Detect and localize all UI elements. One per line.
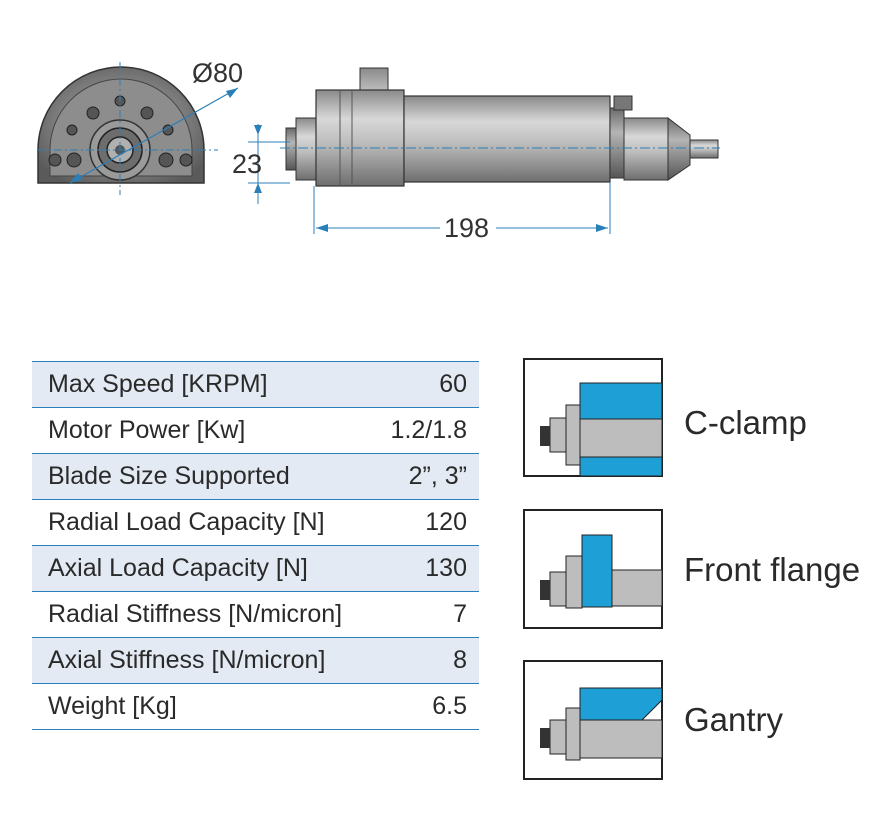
side-view xyxy=(280,67,720,187)
mount-label-front-flange: Front flange xyxy=(684,551,861,588)
spec-row: Motor Power [Kw]1.2/1.8 xyxy=(32,407,479,454)
spec-row: Max Speed [KRPM]60 xyxy=(32,361,479,408)
diameter-dimension-label: Ø80 xyxy=(192,58,244,88)
mount-icon-gantry xyxy=(523,660,663,780)
spec-label: Axial Load Capacity [N] xyxy=(32,545,380,592)
spec-row: Axial Load Capacity [N]130 xyxy=(32,545,479,592)
front-view xyxy=(37,62,239,195)
spec-label: Blade Size Supported xyxy=(32,453,380,500)
length-dimension-label: 198 xyxy=(444,213,490,243)
spec-value: 2”, 3” xyxy=(379,453,479,500)
height-dimension-label: 23 xyxy=(232,149,263,179)
spec-label: Radial Stiffness [N/micron] xyxy=(32,591,380,638)
spec-row: Radial Load Capacity [N]120 xyxy=(32,499,479,546)
spec-value: 120 xyxy=(379,499,479,546)
mount-icon-c-clamp xyxy=(523,358,663,477)
spec-value: 60 xyxy=(379,361,479,408)
mount-label-gantry: Gantry xyxy=(684,701,784,738)
spec-label: Motor Power [Kw] xyxy=(32,407,380,454)
spec-value: 8 xyxy=(379,637,479,684)
spec-value: 7 xyxy=(379,591,479,638)
spec-label: Weight [Kg] xyxy=(32,683,380,730)
spec-value: 6.5 xyxy=(379,683,479,730)
spec-label: Axial Stiffness [N/micron] xyxy=(32,637,380,684)
spec-row: Radial Stiffness [N/micron]7 xyxy=(32,591,479,638)
spec-row: Axial Stiffness [N/micron]8 xyxy=(32,637,479,684)
spec-label: Radial Load Capacity [N] xyxy=(32,499,380,546)
spec-value: 1.2/1.8 xyxy=(379,407,479,454)
spec-value: 130 xyxy=(379,545,479,592)
mount-label-c-clamp: C-clamp xyxy=(684,404,807,441)
spec-label: Max Speed [KRPM] xyxy=(32,361,380,408)
mount-icon-front-flange xyxy=(523,509,663,629)
dimension-lines xyxy=(248,124,611,234)
spec-row: Weight [Kg]6.5 xyxy=(32,683,479,730)
